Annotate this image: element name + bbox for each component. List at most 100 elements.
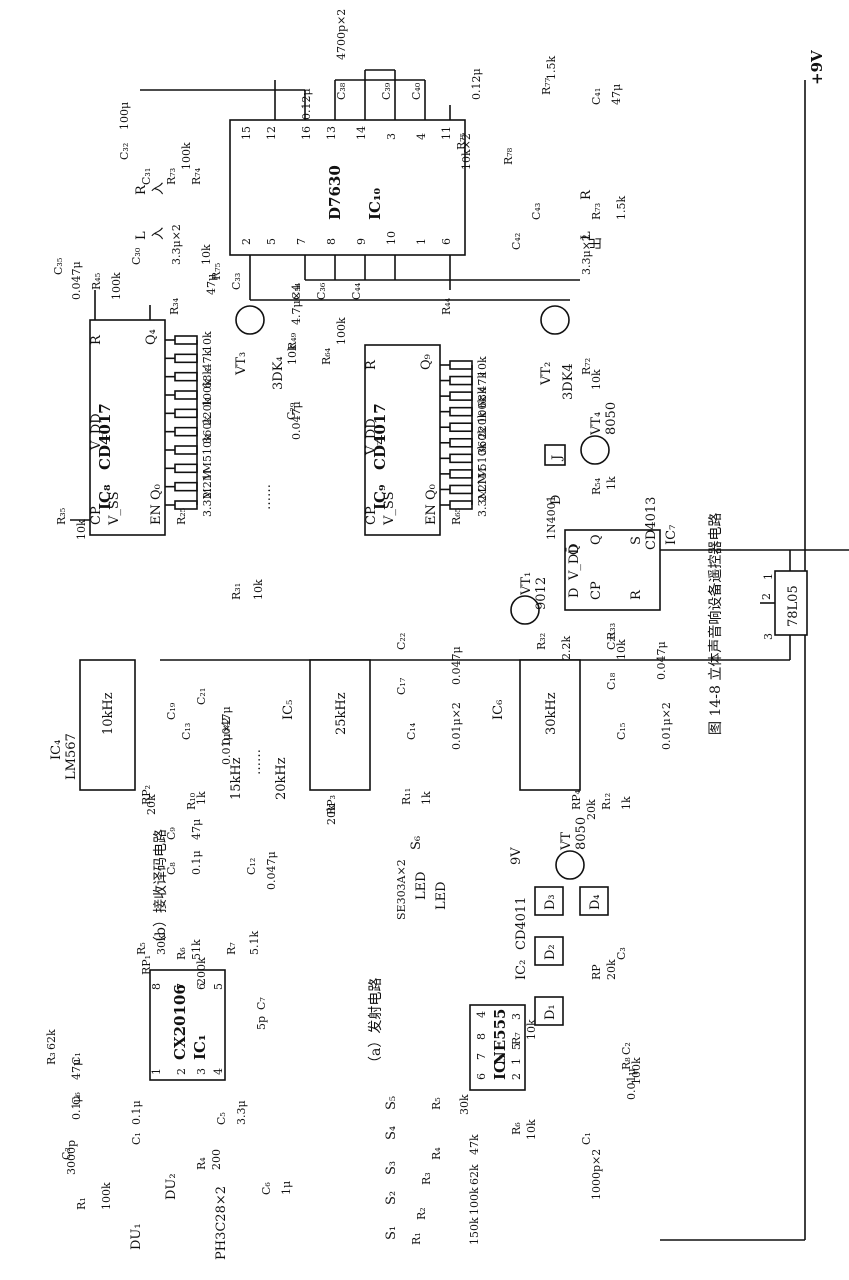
ic4-block: 10kHz IC₄ LM567 C₂₁ C₁₉ C₁₃ 0.047μ 0.01μ… [49, 659, 233, 810]
r1-recv-label: R₁ [75, 1197, 88, 1210]
reg-pin-3: 3 [762, 633, 775, 640]
ic10-pin-12: 12 [265, 126, 278, 140]
ic9-resistor-value-0: 10k [476, 356, 489, 377]
ic8-resistor-value-9: 3.3M [201, 488, 214, 517]
tx-r6-value: 10k [525, 1119, 538, 1140]
ic8-resistor-value-4: 220k [201, 397, 214, 425]
ic2-part: CD4011 [514, 897, 529, 950]
r31-value: 10k [252, 579, 265, 600]
ic8-resistor-value-1: 47k [201, 349, 214, 370]
ic7-cp-pin: CP [589, 581, 604, 600]
ic1-pin-1: 1 [150, 1068, 163, 1075]
ic1-chip [149, 969, 226, 1081]
c12-value: 0.047μ [265, 851, 278, 890]
ic9-name: IC₉ [371, 484, 389, 510]
r34-label: R₃₄ [168, 297, 181, 315]
r-in-cn: 入 [151, 182, 166, 195]
ic7-name: IC₇ [664, 525, 679, 545]
reg-pin-2: 2 [760, 593, 773, 600]
ic1-pin-8: 8 [150, 983, 163, 990]
ic8-name: IC₈ [96, 484, 114, 510]
ic7-s-pin: S [629, 536, 644, 545]
c37-value: 0.12μ [300, 88, 313, 120]
ic4-chip [79, 659, 136, 791]
r4-recv-value: 200 [210, 1149, 223, 1170]
ic3-pin-7: 7 [475, 1053, 488, 1060]
ic8-block: CD4017 IC₈ R Q₄ V_DD CP V_SS EN Q₀ [70, 290, 166, 536]
vt3-transistor: VT₃ 3DK₄ [234, 305, 286, 390]
c22-label: C₂₂ [395, 633, 408, 650]
vt2-part: 3DK4 [561, 363, 576, 400]
ic10-pin-14: 14 [355, 126, 368, 140]
ic7-r-pin: R [629, 589, 644, 600]
ic9-block: CD4017 IC₉ R Q₉ V_DD CP V_SS EN Q₀ [364, 344, 441, 536]
ic8-r-pin: R [89, 334, 104, 345]
ic6-chip [519, 659, 581, 791]
gate-d3-label: D₃ [543, 894, 558, 910]
vt5-part: 8050 [574, 817, 589, 850]
ic9-resistor-1 [449, 375, 473, 386]
r54-label: R₅₄ [590, 477, 603, 495]
c1-recv-value: 47μ [70, 1059, 83, 1080]
ic1-pin-3: 3 [195, 1068, 208, 1075]
ic8-resistor-5 [174, 426, 198, 437]
c14-label: C₁₄ [405, 722, 418, 740]
freq-15khz: 15kHz [229, 757, 244, 800]
tx-r1-value: 150k [468, 1217, 481, 1245]
gate-d2 [534, 936, 564, 966]
ic7-vdd-pin: V_DD [567, 543, 582, 581]
tx-r4-label: R₄ [430, 1147, 443, 1160]
ic10-pin-8: 8 [325, 238, 338, 245]
c8-label: C₈ [165, 862, 178, 875]
rp1-value: 200k [195, 957, 208, 985]
ic8-resistor-value-2: 68k [201, 368, 214, 389]
r69-value: 10k [286, 344, 299, 365]
c1-recv-label: C₁ [70, 1052, 83, 1065]
ic7-d-pin: D [567, 588, 582, 598]
c19-label: C₁₉ [165, 702, 178, 720]
vt4-part: 8050 [604, 402, 619, 435]
ic9-resistor-8 [449, 484, 473, 495]
c30-value: 3.3μ×2 [170, 224, 183, 265]
ic6-block: 30kHz IC₆ C₂₃ C₁₈ C₁₅ 0.047μ 0.01μ×2 R₁₂… [491, 633, 673, 810]
ic5-block: 25kHz IC₅ C₂₂ C₁₇ C₁₄ 0.047μ 0.01μ×2 R₁₁… [281, 633, 463, 805]
ic10-pin-3: 3 [385, 133, 398, 140]
ic9-resistor-value-8: 2.2M [476, 473, 489, 502]
r-out-label: R [579, 189, 594, 200]
du1-label: DU₁ [129, 1223, 144, 1250]
c2-recv-value: 3000p [65, 1140, 78, 1175]
ic8-resistor-6 [174, 445, 198, 455]
tx-r8-label: R₈ [620, 1057, 633, 1070]
ic8-q4-pin: Q₄ [144, 329, 159, 345]
tx-r5-value: 30k [458, 1094, 471, 1115]
c34-value: 4.7μ×4 [290, 284, 303, 325]
r79-value: 1.5k [615, 196, 628, 220]
ic1-pin-5: 5 [212, 983, 225, 990]
c22-value: 0.047μ [450, 646, 463, 685]
ic1-part: CX20106 [171, 984, 189, 1060]
switch-s1: S₁ [384, 1226, 399, 1240]
ic10-pin-10: 10 [385, 231, 398, 245]
l-in-cn: 入 [151, 227, 166, 240]
ic10-pin-5: 5 [265, 238, 278, 245]
ic8-part: CD4017 [96, 403, 114, 470]
r12-label: R₁₂ [600, 793, 613, 810]
ic8-resistor-value-6: 510k [201, 434, 214, 462]
ic8-en-pin: EN [149, 504, 164, 525]
tx-r7-label: R₇ [510, 1032, 523, 1045]
ic10-pin-6: 6 [440, 238, 453, 245]
vt3-label: VT₃ [234, 352, 249, 376]
tx-c1-label: C₁ [580, 1132, 593, 1145]
c15-label: C₁₅ [615, 723, 628, 740]
ic9-resistor-0 [449, 360, 473, 370]
r74-value: 100k [180, 142, 193, 170]
led-part: SE303A×2 [395, 859, 408, 920]
ic8-resistor-value-8: 2.2M [201, 470, 214, 499]
r76-value: 10k [200, 244, 213, 265]
r7-value: 5.1k [248, 931, 261, 955]
tx-r1-label: R₁ [410, 1232, 423, 1245]
c10-label: C₁ [130, 1132, 143, 1145]
switch-s4: S₄ [384, 1126, 399, 1140]
r75-label: R₇₅ [455, 133, 468, 150]
ic4-part: LM567 [64, 733, 79, 780]
